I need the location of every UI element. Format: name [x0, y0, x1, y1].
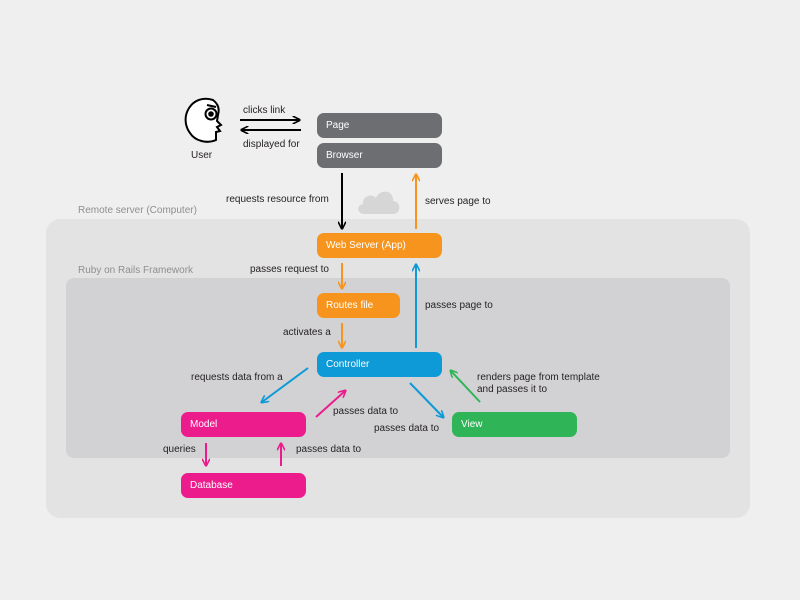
user-face-icon	[184, 97, 223, 143]
arrow-model-passes	[315, 391, 345, 418]
routes-file-node: Routes file	[317, 293, 400, 318]
arrow-renders-page	[451, 371, 481, 403]
cloud-icon	[358, 191, 400, 214]
edge-label-activates: activates a	[283, 327, 331, 338]
edge-label-renders-line2: and passes it to	[477, 384, 548, 395]
edge-label-requests-data: requests data from a	[191, 372, 283, 383]
edge-label-renders-line1: renders page from template	[477, 372, 600, 383]
database-node: Database	[181, 473, 306, 498]
edge-label-db-passes: passes data to	[296, 444, 362, 455]
edge-label-passes-request: passes request to	[250, 264, 329, 275]
user-label: User	[191, 150, 213, 161]
arrow-requests-data	[262, 367, 309, 402]
edge-label-clicks-link: clicks link	[243, 105, 286, 116]
browser-node: Browser	[317, 143, 442, 168]
model-node: Model	[181, 412, 306, 437]
arrow-controller-passes	[409, 382, 443, 417]
edge-label-requests-resource: requests resource from	[226, 194, 329, 205]
view-node: View	[452, 412, 577, 437]
edge-label-serves-page: serves page to	[425, 196, 491, 207]
remote-server-label: Remote server (Computer)	[78, 205, 197, 216]
edge-label-displayed-for: displayed for	[243, 139, 300, 150]
edge-label-queries: queries	[163, 444, 196, 455]
web-server-node: Web Server (App)	[317, 233, 442, 258]
rails-framework-label: Ruby on Rails Framework	[78, 265, 194, 276]
edge-label-model-passes: passes data to	[333, 406, 399, 417]
controller-node: Controller	[317, 352, 442, 377]
edge-label-controller-passes: passes data to	[374, 423, 440, 434]
page-node: Page	[317, 113, 442, 138]
edge-label-passes-page: passes page to	[425, 300, 493, 311]
